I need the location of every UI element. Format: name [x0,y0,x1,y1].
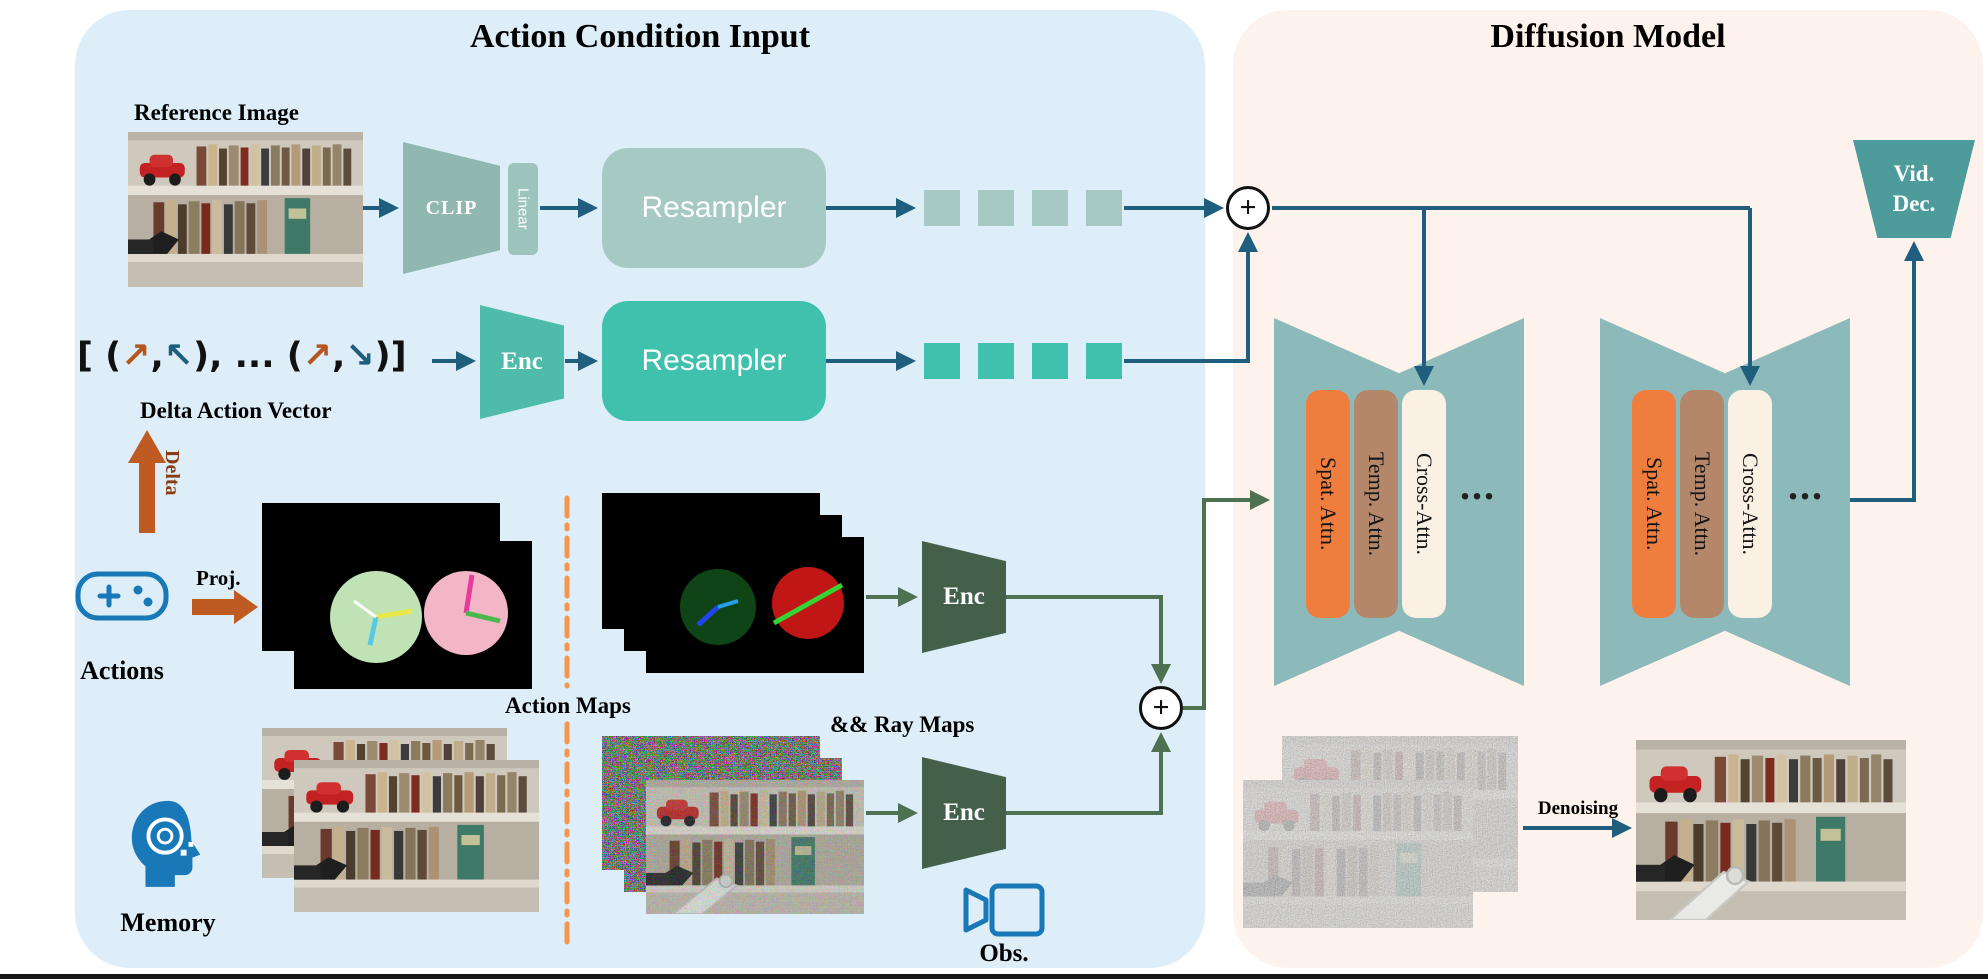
ray-map-frame-front [646,780,864,914]
sum-node-encoders: + [1139,686,1183,730]
right-panel-title: Diffusion Model [1490,18,1726,55]
expr-comma: , [332,336,346,376]
image-token [924,190,960,226]
denoised-output-image [1636,740,1906,920]
delta-encoder-label: Enc [501,348,543,375]
image-resampler: Resampler [602,148,826,268]
unet2-cross-attn-block: Cross-Attn. [1728,390,1772,618]
actions-label: Actions [80,656,164,685]
delta-arrow-up-left-icon: ↖ [163,336,194,376]
noisy-latent-front [1243,780,1473,928]
action-token [1086,343,1122,379]
unet2-temporal-attn-block: Temp. Attn. [1680,390,1724,618]
linear-projection: Linear [508,163,538,255]
unet1-cross-attn-block: Cross-Attn. [1402,390,1446,618]
unet1-cross-attn-label: Cross-Attn. [1412,452,1437,556]
action-map-frame-front [294,541,532,689]
expr-comma: , [150,336,164,376]
action-map-encoder: Enc [922,541,1006,653]
delta-arrow-label: Delta [161,450,183,496]
plus-icon: + [1239,191,1257,224]
action-maps-label: Action Maps [505,693,631,718]
delta-arrow-up-right-icon: ↗ [302,336,333,376]
image-token [1032,190,1068,226]
linear-label: Linear [514,188,532,230]
image-token [1086,190,1122,226]
action-resampler-label: Resampler [641,344,787,377]
unet2-temporal-attn-label: Temp. Attn. [1690,451,1715,557]
ray-maps-label: && Ray Maps [830,712,975,737]
denoising-label: Denoising [1537,798,1619,819]
unet1-temporal-attn-label: Temp. Attn. [1364,451,1389,557]
ray-map-encoder-label: Enc [943,799,985,826]
reference-image-photo [128,132,363,287]
clip-encoder: CLIP [403,142,500,274]
delta-arrow-down-right-icon: ↘ [345,336,375,376]
unet2-cross-attn-label: Cross-Attn. [1738,452,1763,556]
proj-label: Proj. [196,566,241,590]
video-decoder-label-line1: Vid. [1893,161,1935,187]
unet2-spatial-attn-block: Spat. Attn. [1632,390,1676,618]
expr-mid: ), ... ( [193,336,303,376]
unet2-ellipsis: ... [1788,463,1824,508]
video-decoder: Vid. Dec. [1853,140,1975,238]
action-resampler: Resampler [602,301,826,421]
image-resampler-label: Resampler [641,191,787,224]
camera-icon [958,878,1050,942]
image-token [978,190,1014,226]
observation-photo-front [294,760,539,912]
action-token [978,343,1014,379]
unet1-ellipsis: ... [1460,463,1496,508]
action-map-encoder-label: Enc [943,583,985,610]
expr-open: [ ( [77,336,122,376]
delta-action-vector-label: Delta Action Vector [140,398,332,423]
ray-map-encoder: Enc [922,757,1006,869]
reference-image-label: Reference Image [134,100,299,125]
action-token [1032,343,1068,379]
delta-encoder: Enc [480,305,564,419]
gamepad-icon [70,548,174,640]
memory-label: Memory [120,908,216,937]
ray-action-frame-front [646,537,864,673]
memory-head-icon [124,795,212,895]
unet2-spatial-attn-label: Spat. Attn. [1642,457,1667,551]
action-token [924,343,960,379]
unet1-spatial-attn-label: Spat. Attn. [1316,457,1341,551]
sum-node-conditions: + [1226,186,1270,230]
obs-label: Obs. [979,940,1029,967]
expr-close: )] [374,336,407,376]
video-decoder-label-line2: Dec. [1892,191,1936,216]
unet1-spatial-attn-block: Spat. Attn. [1306,390,1350,618]
plus-icon: + [1152,691,1170,724]
left-panel-title: Action Condition Input [469,18,811,55]
delta-arrow-up-right-icon: ↗ [121,336,151,376]
delta-action-expression: [ (↗,↖), ... (↗,↘)] [77,336,407,376]
page-bottom-edge [0,974,1988,979]
unet1-temporal-attn-block: Temp. Attn. [1354,390,1398,618]
clip-label: CLIP [425,196,478,219]
